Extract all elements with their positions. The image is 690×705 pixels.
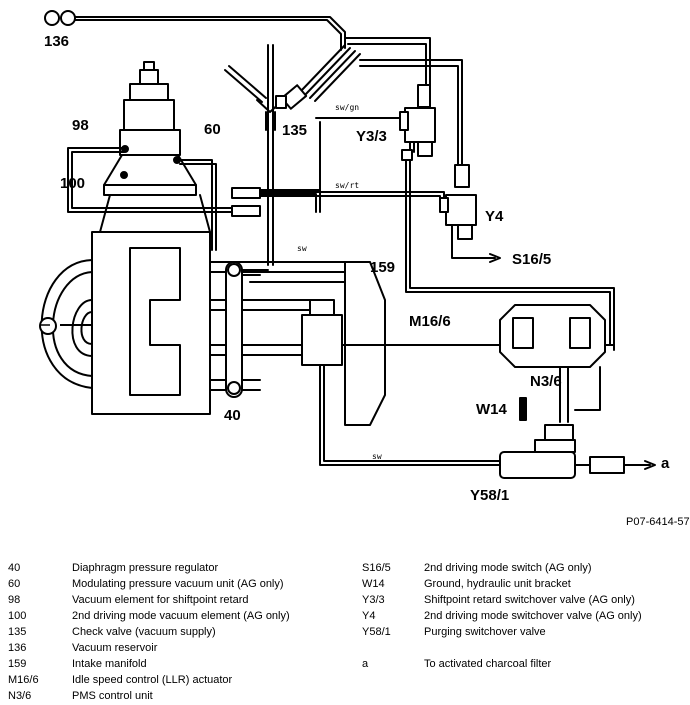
label-y33: Y3/3 [356, 128, 387, 145]
legend-code: M16/6 [8, 674, 39, 686]
idle-speed-actuator-m166 [301, 299, 501, 466]
label-135: 135 [282, 122, 307, 139]
diaphragm-pressure-regulator-40 [225, 261, 269, 398]
legend-row: Y58/1 Purging switchover valve [362, 624, 642, 640]
legend-description: Intake manifold [72, 658, 147, 670]
legend-description: 2nd driving mode switchover valve (AG on… [424, 610, 642, 622]
legend-row: 100 2nd driving mode vacuum element (AG o… [8, 608, 290, 624]
vacuum-reservoir-136 [44, 10, 346, 51]
wire-label-sw-bottom: sw [372, 452, 382, 461]
legend-description: Diaphragm pressure regulator [72, 562, 219, 574]
wire-label-sw-rt: sw/rt [335, 181, 359, 190]
legend-description: Purging switchover valve [424, 626, 546, 638]
label-y581: Y58/1 [470, 487, 509, 504]
legend-code: W14 [362, 578, 385, 590]
legend-row: W14 Ground, hydraulic unit bracket [362, 576, 642, 592]
legend-row: M16/6 Idle speed control (LLR) actuator [8, 672, 290, 688]
hose-bundle [224, 37, 463, 266]
label-98: 98 [72, 117, 89, 134]
ground-w14 [519, 397, 527, 421]
legend-code: S16/5 [362, 562, 391, 574]
legend-code: 100 [8, 610, 27, 622]
label-136: 136 [44, 33, 69, 50]
legend-row: Y4 2nd driving mode switchover valve (AG … [362, 608, 642, 624]
legend-code: 159 [8, 658, 27, 670]
wire-label-sw-gn: sw/gn [335, 103, 359, 112]
vacuum-element-tower [99, 61, 211, 233]
label-159: 159 [370, 259, 395, 276]
legend-row: N3/6 PMS control unit [8, 688, 290, 704]
legend-row: 40 Diaphragm pressure regulator [8, 560, 290, 576]
driving-mode-switchover-valve-y4 [439, 164, 501, 263]
legend-row [362, 640, 642, 656]
intake-manifold-159 [249, 261, 386, 426]
legend-left: 40 Diaphragm pressure regulator 60 Modulati… [8, 560, 290, 704]
legend-code [362, 640, 424, 656]
label-60: 60 [204, 121, 221, 138]
legend-row: 159 Intake manifold [8, 656, 290, 672]
label-n36: N3/6 [530, 373, 562, 390]
legend-row: 136 Vacuum reservoir [8, 640, 290, 656]
legend-row: 60 Modulating pressure vacuum unit (AG on… [8, 576, 290, 592]
legend-code: 135 [8, 626, 27, 638]
legend-code: 60 [8, 578, 21, 590]
wire-label-sw-top: sw [297, 244, 307, 253]
legend-description: 2nd driving mode vacuum element (AG only… [72, 610, 290, 622]
label-s165: S16/5 [512, 251, 551, 268]
legend-description: PMS control unit [72, 690, 153, 702]
pms-control-unit-n36 [499, 304, 615, 423]
legend-code: 136 [8, 642, 27, 654]
legend-row: Y3/3 Shiftpoint retard switchover valve (… [362, 592, 642, 608]
legend-description: Vacuum element for shiftpoint retard [72, 594, 249, 606]
check-valve-135 [256, 84, 308, 131]
legend-code: 40 [8, 562, 21, 574]
vacuum-system-diagram: 136 98 60 135 Y3/3 100 Y4 S16/5 159 M16/… [39, 10, 670, 504]
legend-description: Shiftpoint retard switchover valve (AG o… [424, 594, 635, 606]
legend-code: N3/6 [8, 690, 32, 702]
legend-right: S16/5 2nd driving mode switch (AG only) W1… [362, 560, 642, 672]
legend-description: 2nd driving mode switch (AG only) [424, 562, 592, 574]
legend-description: Idle speed control (LLR) actuator [72, 674, 233, 686]
legend-code: a [362, 658, 369, 670]
legend-description: Check valve (vacuum supply) [72, 626, 216, 638]
label-m166: M16/6 [409, 313, 451, 330]
legend-description: Vacuum reservoir [72, 642, 158, 654]
label-w14: W14 [476, 401, 508, 418]
purging-switchover-valve-y581 [499, 424, 656, 479]
label-40: 40 [224, 407, 241, 424]
label-y4: Y4 [485, 208, 504, 225]
legend-code: Y3/3 [362, 594, 385, 606]
label-a: a [661, 455, 670, 472]
legend-code: 98 [8, 594, 21, 606]
legend-description: Modulating pressure vacuum unit (AG only… [72, 578, 284, 590]
shiftpoint-retard-switchover-valve-y33 [399, 107, 615, 351]
legend-row: 98 Vacuum element for shiftpoint retard [8, 592, 290, 608]
legend-row: 135 Check valve (vacuum supply) [8, 624, 290, 640]
engine-block [39, 231, 321, 415]
legend-code: Y58/1 [362, 626, 391, 638]
legend-row: a To activated charcoal filter [362, 656, 642, 672]
legend-description: To activated charcoal filter [424, 658, 552, 670]
label-100: 100 [60, 175, 85, 192]
figure-reference: P07-6414-57 [626, 516, 690, 528]
legend-description: Ground, hydraulic unit bracket [424, 578, 571, 590]
legend-code: Y4 [362, 610, 376, 622]
legend-row: S16/5 2nd driving mode switch (AG only) [362, 560, 642, 576]
